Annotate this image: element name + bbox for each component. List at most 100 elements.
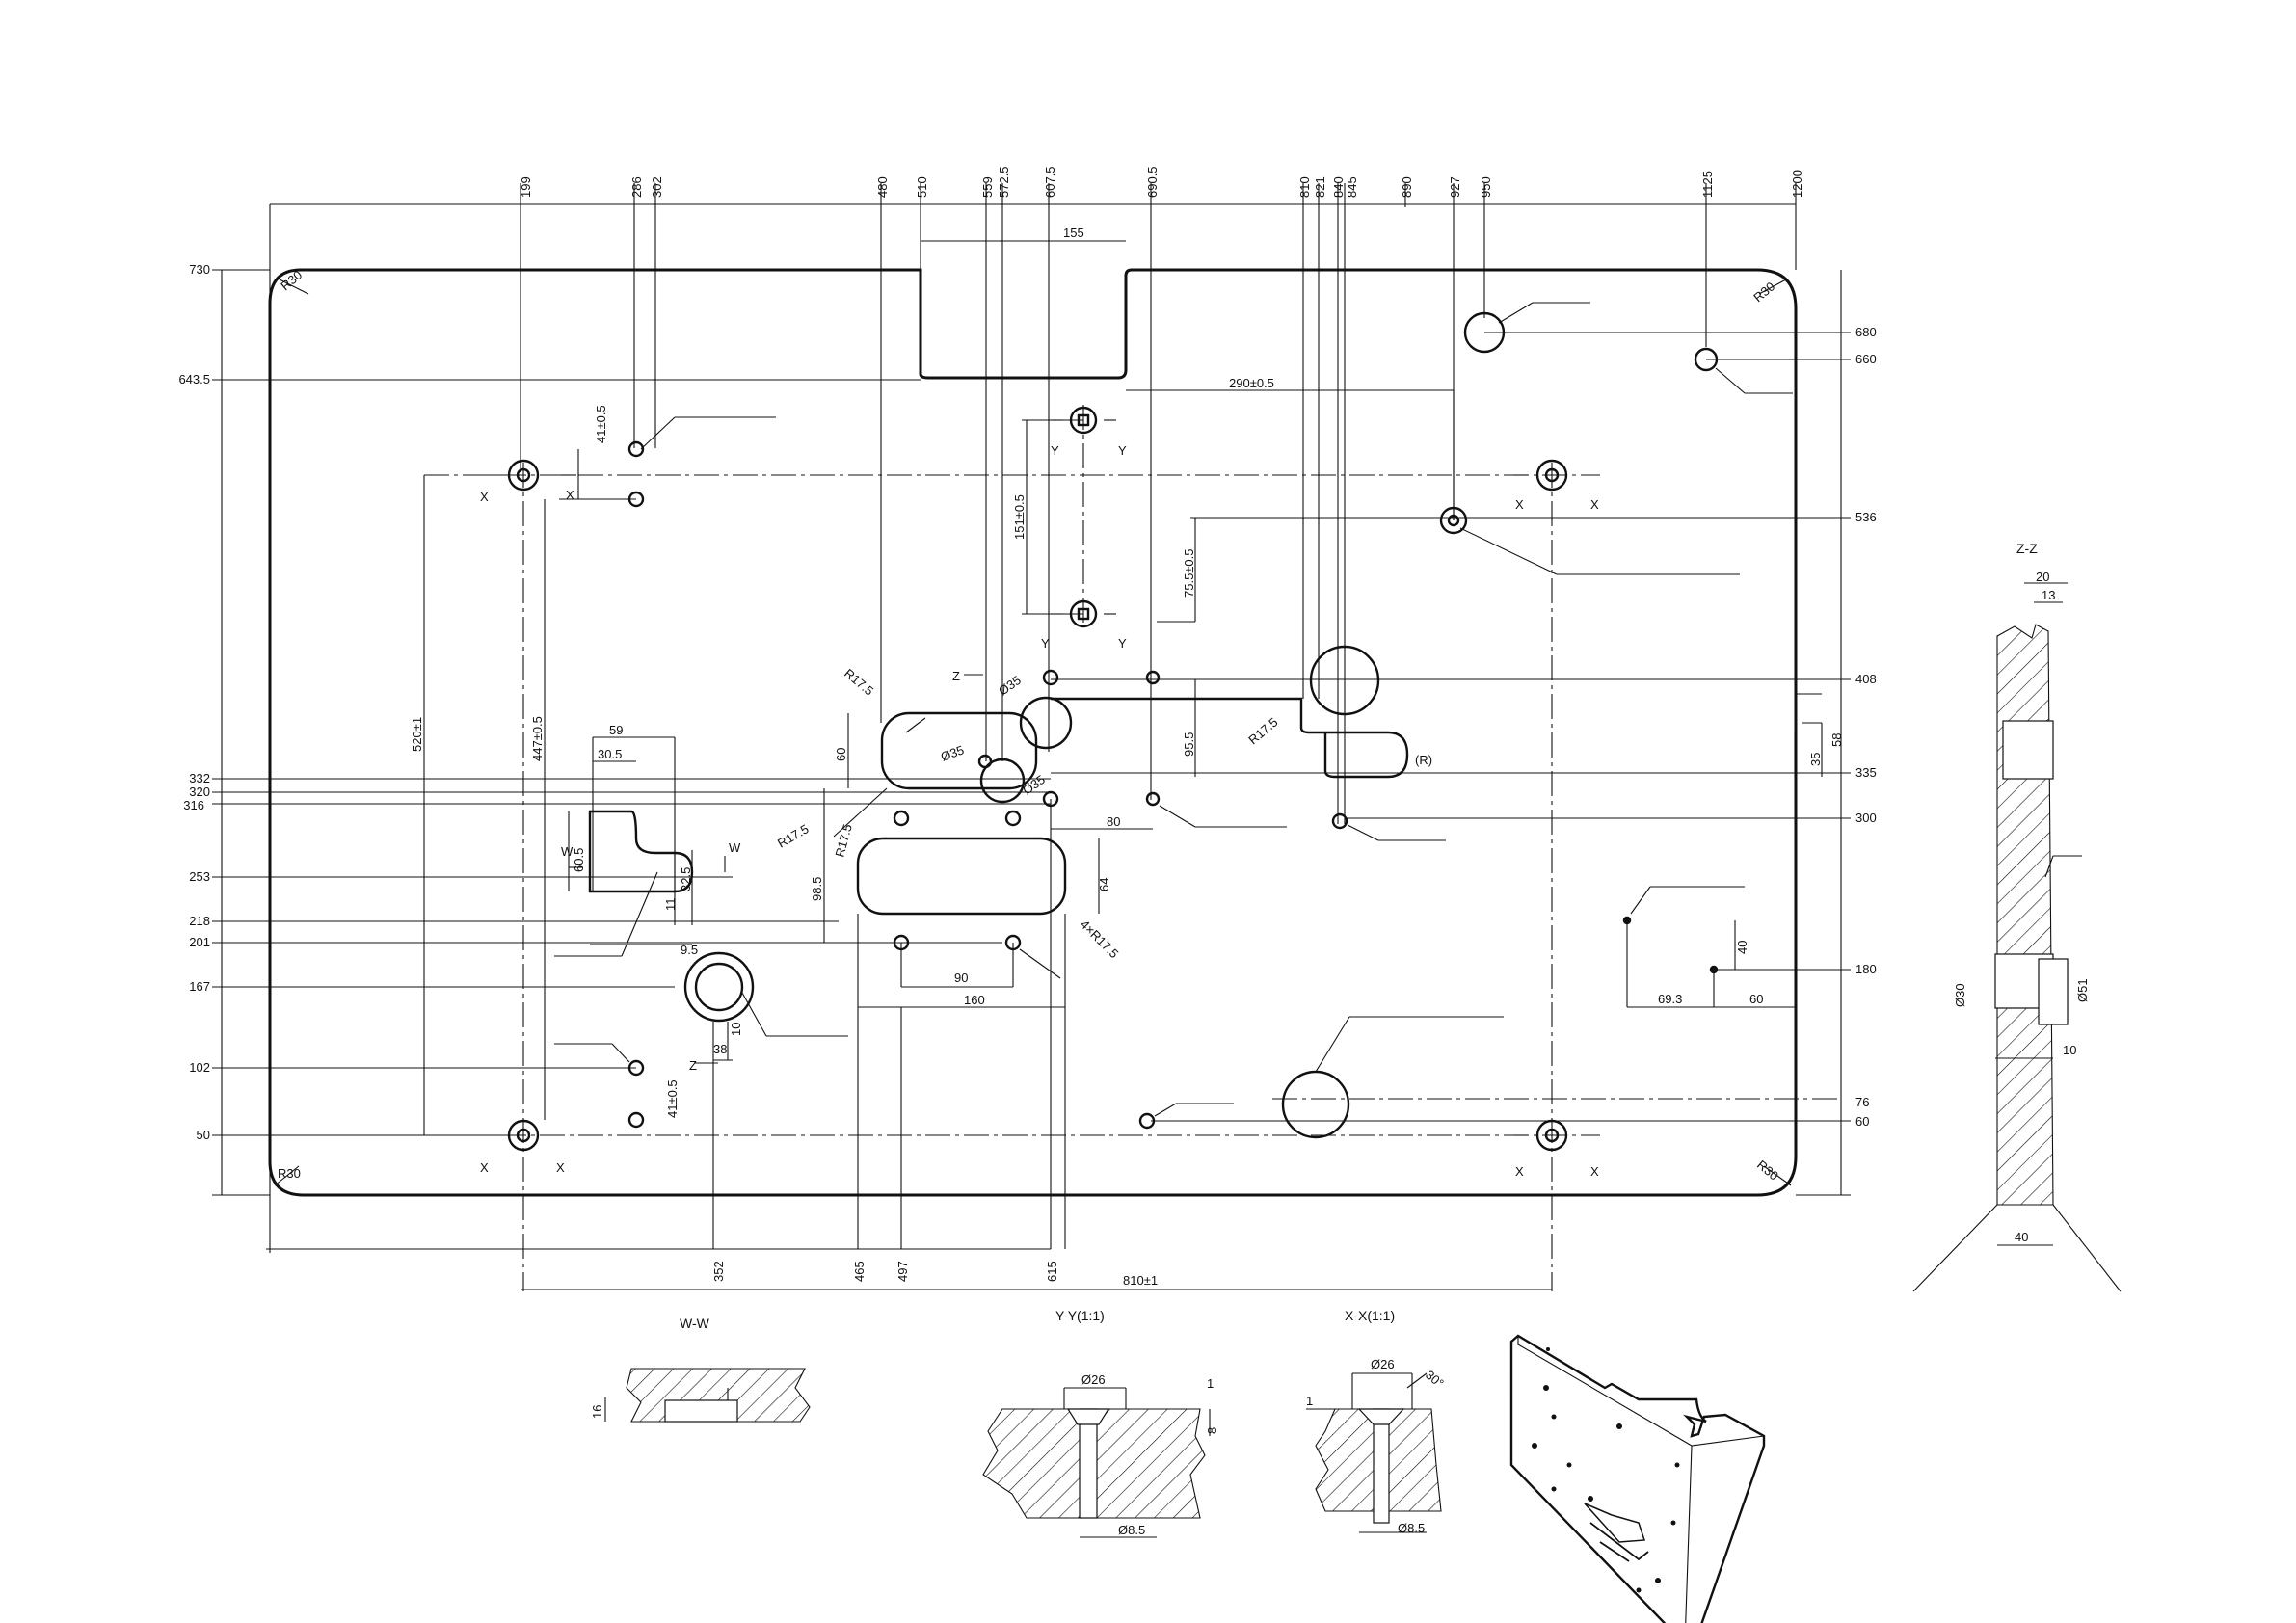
dim-76: 76 bbox=[1855, 1095, 1869, 1109]
dim-253: 253 bbox=[189, 869, 210, 884]
cut-y-2: Y bbox=[1118, 443, 1127, 458]
holes bbox=[507, 311, 1719, 1152]
dim-559: 559 bbox=[980, 176, 995, 198]
dim-690-5: 690.5 bbox=[1145, 166, 1160, 198]
dim-40: 40 bbox=[1735, 941, 1749, 954]
cut-y-4: Y bbox=[1118, 636, 1127, 651]
dim-50: 50 bbox=[197, 1128, 210, 1142]
top-witness-lines bbox=[520, 183, 1707, 824]
r17-b: R17.5 bbox=[775, 821, 812, 850]
dim-32-5: 32.5 bbox=[679, 867, 693, 891]
dim-320: 320 bbox=[189, 785, 210, 799]
dim-408: 408 bbox=[1855, 672, 1877, 686]
zz-dim-20: 20 bbox=[2036, 570, 2049, 584]
xx-angle: 30° bbox=[1423, 1368, 1447, 1391]
dim-1200: 1200 bbox=[1790, 170, 1804, 198]
xx-phi26: Ø26 bbox=[1371, 1357, 1395, 1371]
r17-e: 4×R17.5 bbox=[1078, 918, 1122, 962]
zz-phi51: Ø51 bbox=[2075, 978, 2090, 1002]
dim-845: 845 bbox=[1345, 176, 1359, 198]
dim-60-slot: 60 bbox=[834, 748, 848, 761]
slot-right bbox=[1051, 697, 1409, 779]
dim-41a: 41±0.5 bbox=[594, 405, 608, 443]
dim-572-5: 572.5 bbox=[997, 166, 1011, 198]
zz-dim-40: 40 bbox=[2015, 1230, 2028, 1244]
r30-top-right: R30 bbox=[1750, 279, 1777, 305]
cut-x-6: X bbox=[1590, 497, 1599, 512]
cut-w-1: W bbox=[729, 840, 741, 855]
dim-497: 497 bbox=[895, 1261, 910, 1282]
dim-950: 950 bbox=[1479, 176, 1493, 198]
yy-dim-8: 8 bbox=[1205, 1427, 1219, 1434]
cut-x-7: X bbox=[1515, 1164, 1524, 1179]
zz-dim-10: 10 bbox=[2063, 1043, 2076, 1057]
dim-300: 300 bbox=[1855, 811, 1877, 825]
yy-phi26: Ø26 bbox=[1081, 1372, 1106, 1387]
plate-outline bbox=[268, 268, 1798, 1197]
phi35-a: Ø35 bbox=[996, 673, 1024, 698]
dim-41b: 41±0.5 bbox=[665, 1079, 680, 1118]
dim-821: 821 bbox=[1313, 176, 1327, 198]
dim-9-5: 9.5 bbox=[681, 943, 698, 957]
dimension-frame bbox=[212, 183, 1851, 1290]
dim-352: 352 bbox=[711, 1261, 726, 1282]
radius-ticks bbox=[274, 279, 1792, 1186]
dim-90: 90 bbox=[954, 971, 968, 985]
yy-phi8-5: Ø8.5 bbox=[1118, 1523, 1145, 1537]
right-leaders bbox=[1051, 332, 1851, 1122]
dim-536: 536 bbox=[1855, 510, 1877, 524]
slot-lower bbox=[856, 837, 1067, 916]
dim-58: 58 bbox=[1829, 733, 1844, 747]
cut-y-3: Y bbox=[1041, 636, 1050, 651]
dim-927: 927 bbox=[1448, 176, 1462, 198]
slot-upper bbox=[880, 711, 1038, 790]
dim-520: 520±1 bbox=[410, 717, 424, 752]
dim-35: 35 bbox=[1808, 753, 1823, 766]
bottom-dimension-labels: 352 465 497 615 810±1 bbox=[711, 1261, 1158, 1288]
top-dimension-labels: 199 286 302 480 510 559 572.5 607.5 690.… bbox=[519, 166, 1804, 198]
dim-302: 302 bbox=[650, 176, 664, 198]
dim-465: 465 bbox=[852, 1261, 867, 1282]
cut-z-2: Z bbox=[689, 1058, 697, 1073]
notch-left bbox=[588, 810, 694, 893]
cut-x-8: X bbox=[1590, 1164, 1599, 1179]
dim-615: 615 bbox=[1045, 1261, 1059, 1282]
dim-199: 199 bbox=[519, 176, 533, 198]
cut-z-1: Z bbox=[952, 669, 960, 683]
leader-lines bbox=[554, 302, 1793, 1117]
zz-dim-13: 13 bbox=[2042, 588, 2055, 602]
dim-890: 890 bbox=[1400, 176, 1414, 198]
dim-155: 155 bbox=[1063, 226, 1084, 240]
cut-x-5: X bbox=[1515, 497, 1524, 512]
dim-730: 730 bbox=[189, 262, 210, 277]
dim-332: 332 bbox=[189, 771, 210, 785]
r17-a: R17.5 bbox=[841, 666, 876, 699]
dim-30-5: 30.5 bbox=[598, 747, 622, 761]
r17-c: R17.5 bbox=[832, 822, 854, 858]
r17-d: R17.5 bbox=[1245, 715, 1280, 748]
dim-510: 510 bbox=[915, 176, 929, 198]
dim-60: 60 bbox=[1855, 1114, 1869, 1129]
isometric-view bbox=[1509, 1334, 1766, 1623]
section-zz-label: Z-Z bbox=[2016, 541, 2038, 556]
dim-151: 151±0.5 bbox=[1012, 494, 1027, 540]
cut-markers bbox=[482, 419, 1600, 1136]
dim-1125: 1125 bbox=[1700, 171, 1715, 198]
dim-286: 286 bbox=[629, 176, 644, 198]
dim-180: 180 bbox=[1855, 962, 1877, 976]
r30-bottom-left: R30 bbox=[278, 1166, 301, 1181]
section-yy-label: Y-Y(1:1) bbox=[1055, 1308, 1105, 1323]
dim-10: 10 bbox=[729, 1023, 743, 1036]
dim-447: 447±0.5 bbox=[530, 716, 545, 761]
section-zz: Z-Z 20 13 Ø30 Ø51 10 40 bbox=[1912, 541, 2122, 1292]
right-dimension-labels: 680 660 536 408 335 300 180 76 60 bbox=[1855, 325, 1877, 1129]
section-xx-label: X-X(1:1) bbox=[1345, 1308, 1395, 1323]
left-dimension-labels: 730 643.5 332 320 316 253 218 201 167 10… bbox=[178, 262, 210, 1142]
dim-810-total: 810±1 bbox=[1123, 1273, 1158, 1288]
r-slot: (R) bbox=[1415, 753, 1432, 767]
dim-75-5: 75.5±0.5 bbox=[1182, 548, 1196, 598]
dim-290: 290±0.5 bbox=[1229, 376, 1274, 390]
dim-810: 810 bbox=[1297, 176, 1312, 198]
dim-38: 38 bbox=[713, 1042, 727, 1056]
